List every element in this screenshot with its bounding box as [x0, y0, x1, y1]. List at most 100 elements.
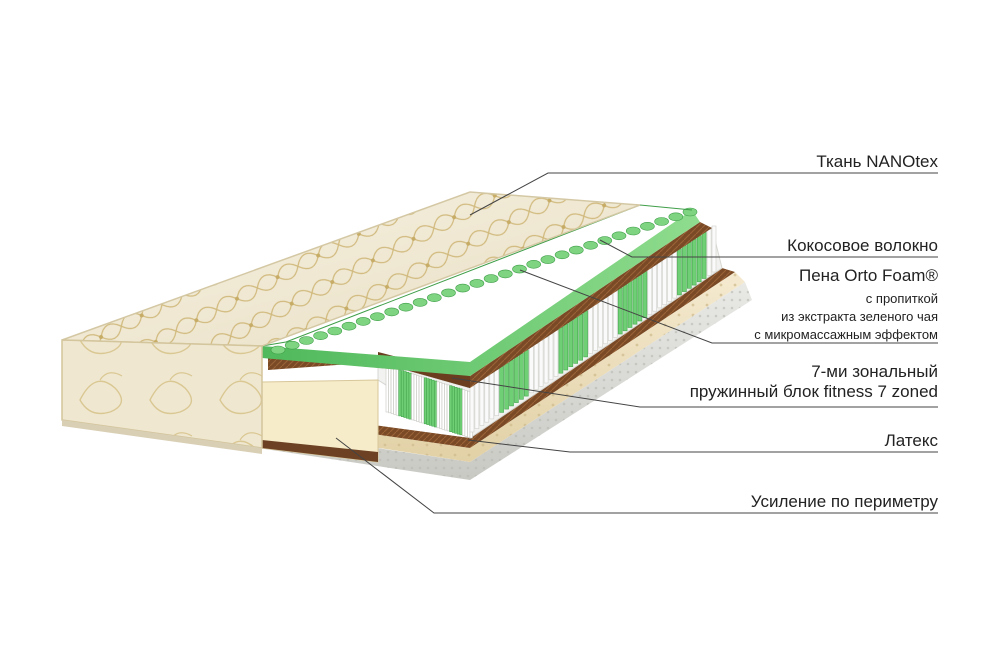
spring-pocket	[514, 356, 519, 403]
spring-pocket	[711, 225, 717, 273]
spring-pocket	[588, 307, 593, 354]
spring-pocket	[602, 297, 608, 345]
spring-pocket	[459, 388, 463, 436]
spring-pocket	[393, 368, 397, 415]
spring-pocket	[607, 294, 613, 341]
spring-pocket	[479, 379, 485, 426]
spring-pocket	[403, 371, 407, 418]
spring-pocket	[528, 346, 534, 394]
foam-massage-bump	[370, 312, 385, 322]
spring-pocket	[642, 271, 648, 319]
spring-pocket	[647, 268, 653, 315]
spring-pocket	[548, 333, 554, 381]
spring-pocket	[385, 365, 389, 413]
foam-massage-bump	[554, 250, 570, 260]
spring-pocket	[662, 258, 667, 306]
foam-massage-bump	[640, 222, 655, 231]
orto-foam-layer	[261, 204, 700, 376]
spring-pocket	[416, 375, 420, 422]
label-orto-foam-note: с пропиткой из экстракта зеленого чая с …	[754, 290, 938, 344]
spring-pocket	[436, 381, 440, 429]
spring-pocket	[632, 277, 638, 325]
spring-pocket	[444, 383, 448, 431]
foam-massage-bump	[412, 298, 428, 307]
foam-massage-bump	[625, 226, 641, 236]
spring-pocket	[469, 385, 475, 433]
spring-pocket	[400, 370, 404, 418]
spring-pocket	[439, 382, 443, 429]
callout-line-perimeter	[335, 437, 938, 514]
spring-pocket	[578, 313, 584, 361]
mattress-side-panel	[61, 339, 263, 454]
foam-massage-bump	[299, 336, 314, 345]
label-spring-line-2: пружинный блок fitness 7 zoned	[689, 382, 938, 401]
callout-line-fabric	[469, 172, 938, 216]
foam-massage-bump	[341, 321, 357, 331]
spring-pocket	[682, 245, 687, 292]
spring-pocket	[696, 235, 702, 283]
callout-line-latex	[467, 439, 938, 453]
foam-massage-bump	[441, 288, 456, 298]
foam-massage-bump	[313, 331, 328, 341]
spring-pocket	[413, 374, 417, 422]
callout-line-springs	[451, 377, 938, 408]
foam-massage-bump	[583, 241, 598, 250]
spring-pocket	[388, 366, 392, 414]
spring-pocket	[462, 389, 466, 436]
foam-massage-bump	[270, 345, 286, 355]
spring-pocket	[431, 379, 435, 427]
label-coconut-fiber: Кокосовое волокно	[787, 236, 938, 255]
label-fabric: Ткань NANOtex	[816, 152, 938, 171]
label-spring-line-1: 7-ми зональный	[811, 362, 938, 381]
spring-pocket	[434, 380, 438, 428]
spring-pocket	[637, 274, 643, 322]
spring-pocket	[423, 377, 427, 425]
callout-line-coconut	[599, 239, 938, 258]
foam-massage-bump	[611, 231, 627, 241]
spring-pocket	[598, 300, 603, 348]
spring-pocket	[494, 369, 500, 417]
spring-pocket	[489, 372, 495, 420]
spring-pocket	[568, 320, 574, 368]
foam-massage-bump	[355, 317, 371, 326]
latex-cut-face	[261, 379, 379, 463]
spring-pocket	[622, 284, 628, 332]
callout-lines	[335, 172, 938, 514]
label-spring-block: 7-ми зональный пружинный блок fitness 7 …	[690, 362, 938, 402]
spring-pocket	[426, 378, 430, 425]
spring-pocket	[667, 255, 672, 302]
spring-pocket	[421, 376, 425, 424]
callout-line-foam	[519, 269, 938, 344]
spring-pocket	[553, 330, 559, 377]
foam-massage-bump	[284, 340, 300, 350]
spring-pocket	[558, 326, 564, 374]
spring-pocket	[451, 386, 455, 433]
spring-pocket	[617, 287, 623, 335]
foam-massage-bump	[668, 212, 684, 222]
spring-pocket	[538, 339, 544, 387]
label-foam-note-line-3: с микромассажным эффектом	[754, 327, 938, 342]
foam-massage-bump	[654, 217, 669, 226]
foam-massage-bump	[540, 255, 556, 264]
spring-pocket	[406, 371, 410, 419]
spring-pocket	[691, 238, 697, 286]
foam-massage-bump	[426, 293, 442, 303]
spring-pocket	[408, 372, 412, 420]
foam-massage-bump	[327, 326, 343, 336]
foam-massage-bump	[526, 259, 542, 269]
label-perimeter-reinforcement: Усиление по периметру	[750, 492, 938, 511]
spring-pocket	[454, 386, 458, 434]
spring-pocket	[583, 310, 588, 358]
spring-pocket	[686, 242, 692, 289]
spring-pocket	[612, 290, 618, 338]
foam-massage-bump	[597, 236, 613, 245]
foam-massage-bump	[455, 283, 471, 293]
label-latex: Латекс	[884, 431, 938, 450]
spring-pocket	[533, 343, 539, 390]
label-orto-foam: Пена Orto Foam®	[798, 266, 938, 285]
spring-pocket	[390, 367, 394, 414]
spring-pocket	[706, 229, 712, 276]
label-foam-note-line-1: с пропиткой	[865, 291, 938, 306]
spring-pocket	[464, 390, 468, 437]
